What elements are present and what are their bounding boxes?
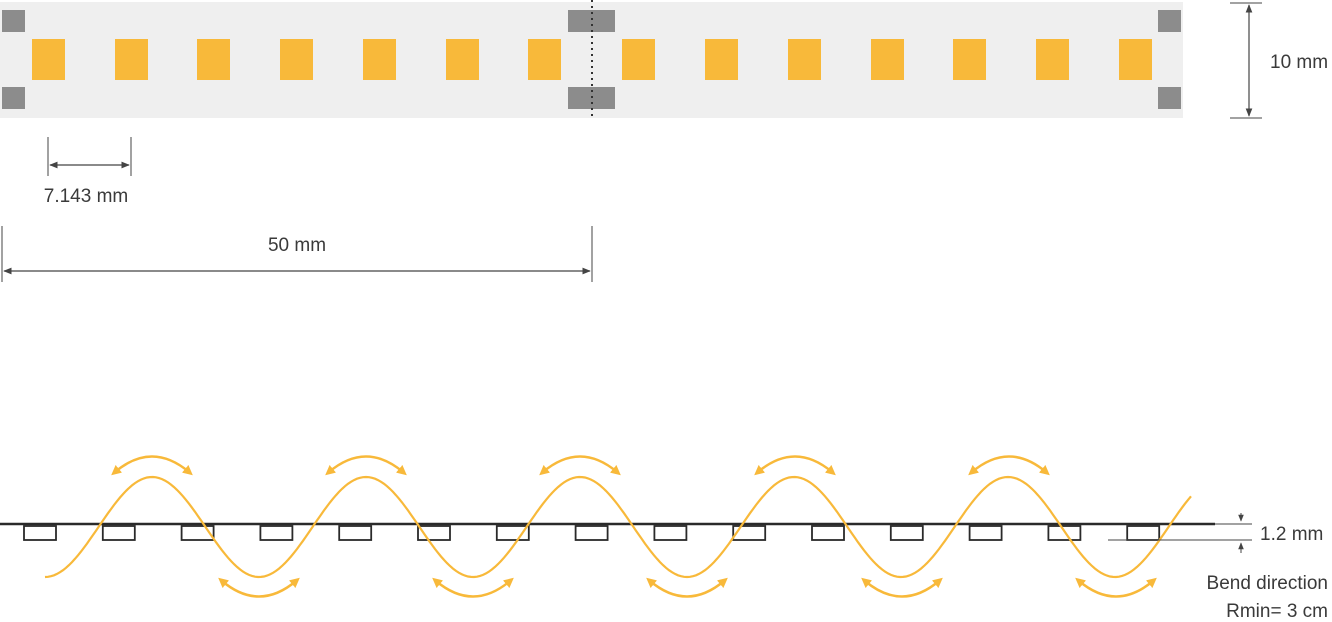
side-chip	[732, 525, 767, 541]
bend-direction-label: Bend direction	[1207, 573, 1328, 594]
pad-left-bottom	[2, 87, 25, 109]
bend-arrow-up	[325, 455, 407, 476]
pad-right-top	[1158, 10, 1181, 32]
width-dimension	[1230, 2, 1262, 119]
bend-arrow-up	[754, 455, 836, 476]
bend-arrow-down	[1075, 577, 1157, 598]
led-chip	[953, 39, 986, 80]
led-chip	[1036, 39, 1069, 80]
pitch-dimension	[47, 137, 132, 176]
pad-right-bottom	[1158, 87, 1181, 109]
width-label: 10 mm	[1270, 52, 1328, 73]
led-chip	[446, 39, 479, 80]
led-chip	[280, 39, 313, 80]
side-chip	[889, 525, 924, 541]
led-chip	[788, 39, 821, 80]
thickness-label: 1.2 mm	[1260, 524, 1323, 545]
led-chips	[32, 39, 1152, 80]
bend-arrow-down	[432, 577, 514, 598]
cut-length-dimension	[1, 226, 593, 282]
led-chip	[528, 39, 561, 80]
cut-length-label: 50 mm	[268, 235, 326, 256]
led-chip	[705, 39, 738, 80]
bend-arrow-down	[861, 577, 943, 598]
led-chip	[115, 39, 148, 80]
bend-arrow-down	[218, 577, 300, 598]
bend-arrows	[111, 455, 1157, 598]
rmin-label: Rmin= 3 cm	[1226, 601, 1328, 622]
pad-left-top	[2, 10, 25, 32]
side-chip	[180, 525, 215, 541]
side-chip	[1126, 525, 1161, 541]
side-chip	[811, 525, 845, 541]
led-chip	[363, 39, 396, 80]
bend-arrow-up	[539, 455, 621, 476]
led-chip	[871, 39, 904, 80]
led-chip	[197, 39, 230, 80]
side-chip	[574, 525, 609, 541]
side-chip	[101, 525, 136, 541]
bend-wave	[44, 475, 1192, 579]
pitch-label: 7.143 mm	[44, 186, 128, 207]
bend-arrow-up	[111, 455, 193, 476]
solder-pads	[2, 10, 1181, 109]
side-chip	[495, 525, 530, 541]
side-chips	[23, 525, 1161, 541]
bend-arrow-up	[968, 455, 1050, 476]
side-chip	[338, 525, 373, 541]
bend-arrow-down	[646, 577, 728, 598]
pad-center-top	[568, 10, 615, 32]
side-chip	[259, 525, 294, 541]
side-chip	[23, 525, 57, 541]
side-chip	[653, 525, 688, 541]
side-chip	[968, 525, 1003, 541]
led-chip	[622, 39, 655, 80]
led-chip	[32, 39, 65, 80]
led-chip	[1119, 39, 1152, 80]
thickness-dimension	[1108, 513, 1252, 553]
